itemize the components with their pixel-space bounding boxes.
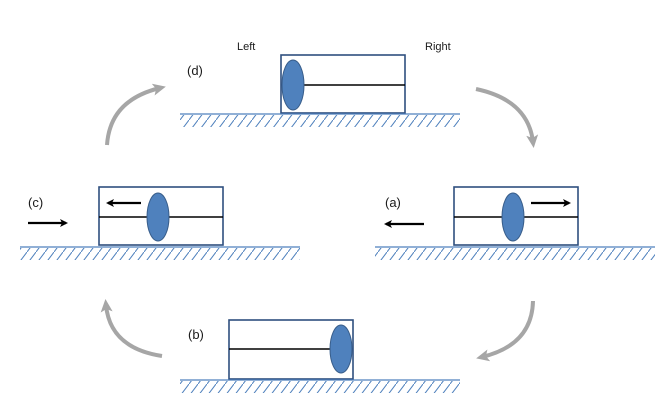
left-direction-label: Left [237,41,255,53]
piston [281,59,305,111]
ground-hatch [375,248,655,260]
stage-b-label: (b) [188,327,204,342]
stage-d: (d) [180,54,460,127]
piston [146,192,170,242]
stage-a-label: (a) [385,195,401,210]
stage-c-label: (c) [28,195,43,210]
stage-c: (c) [20,186,300,260]
cycle-arrow-a-to-b [476,300,535,362]
piston [501,192,525,242]
piston [329,324,353,374]
stage-b: (b) [180,319,460,393]
stage-d-label: (d) [187,63,203,78]
cycle-arrow-c-to-d [105,83,166,146]
stage-a: (a) [375,186,655,260]
ground-hatch [180,115,460,127]
cycle-arrow-d-to-a [475,87,539,148]
right-direction-label: Right [425,41,451,53]
ground-hatch [20,248,300,260]
cycle-arrow-b-to-c [100,299,163,358]
ground-hatch [180,381,460,393]
